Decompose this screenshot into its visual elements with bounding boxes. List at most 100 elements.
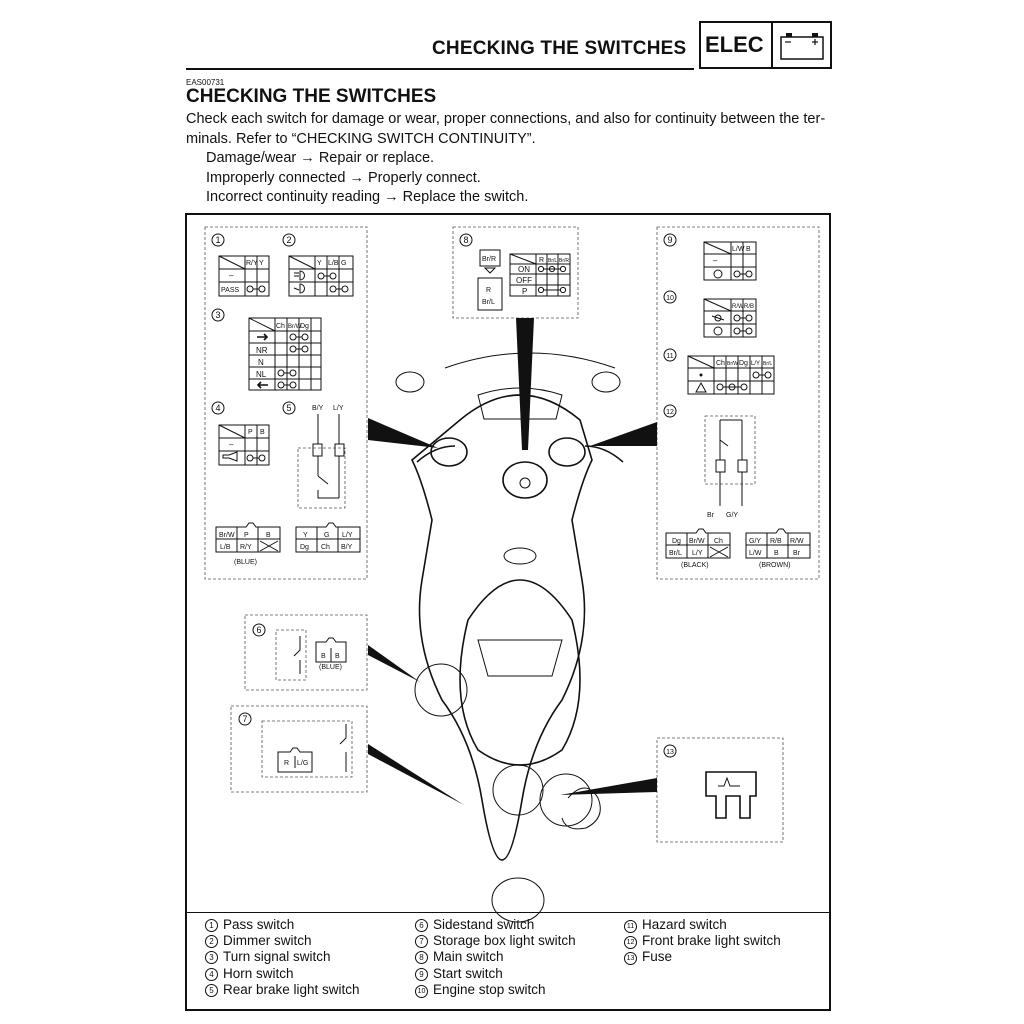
engine-stop-switch-table: R/W R/B (703, 298, 757, 338)
svg-text:Y: Y (317, 260, 322, 267)
leader-wedge-main-switch (516, 318, 534, 450)
svg-text:P: P (522, 287, 527, 296)
svg-text:L/W: L/W (749, 550, 762, 557)
svg-text:B: B (321, 653, 326, 660)
svg-text:3: 3 (215, 310, 220, 320)
step-3: Incorrect continuity reading → Replace t… (206, 189, 529, 205)
svg-text:R/W: R/W (790, 538, 804, 545)
sidestand-switch-group (244, 614, 368, 691)
svg-text:R/Y: R/Y (240, 544, 252, 551)
svg-text:L/W: L/W (732, 246, 745, 253)
svg-text:NR: NR (256, 346, 268, 355)
section-tag-divider (771, 23, 773, 67)
callout-8: 8 (459, 233, 473, 247)
svg-text:B: B (774, 550, 779, 557)
svg-text:–: – (229, 271, 234, 280)
svg-text:Dg: Dg (672, 538, 681, 545)
svg-text:R/W: R/W (732, 304, 744, 310)
callout-1: 1 (211, 233, 225, 247)
svg-text:B/Y: B/Y (312, 405, 324, 412)
svg-text:B: B (746, 246, 751, 253)
svg-text:L/G: L/G (297, 760, 308, 767)
svg-text:8: 8 (463, 235, 468, 245)
svg-text:Dg: Dg (300, 544, 309, 551)
svg-text:Br/W: Br/W (288, 324, 302, 330)
callout-9: 9 (663, 233, 677, 247)
svg-text:5: 5 (286, 403, 291, 413)
svg-text:Br/R: Br/R (559, 258, 569, 264)
callout-5: 5 (282, 401, 296, 415)
svg-text:Br/L: Br/L (669, 550, 682, 557)
svg-text:Ch: Ch (714, 538, 723, 545)
svg-text:B: B (260, 429, 265, 436)
svg-text:Br/W: Br/W (689, 538, 705, 545)
callout-13: 13 (663, 744, 677, 758)
right-switch-group (656, 226, 820, 580)
svg-text:PASS: PASS (221, 287, 239, 294)
callout-12: 12 (663, 404, 677, 418)
svg-text:Ch: Ch (716, 360, 725, 367)
callout-4: 4 (211, 401, 225, 415)
start-switch-table: L/W B – (703, 241, 757, 281)
callout-2: 2 (282, 233, 296, 247)
svg-text:Y: Y (303, 532, 308, 539)
svg-text:R/B: R/B (770, 538, 782, 545)
rear-brake-switch-schematic: B/Y L/Y (297, 405, 346, 509)
svg-text:Br: Br (793, 550, 801, 557)
svg-text:9: 9 (667, 235, 672, 245)
svg-text:L/B: L/B (328, 260, 339, 267)
svg-text:Br/W: Br/W (219, 532, 235, 539)
connector-black: Dg Br/W Ch Br/L L/Y (BLACK) (665, 528, 731, 569)
svg-text:G/Y: G/Y (726, 512, 738, 519)
svg-text:B: B (335, 653, 340, 660)
callout-11: 11 (663, 348, 677, 362)
intro-line-1: Check each switch for damage or wear, pr… (186, 111, 826, 127)
svg-text:B: B (266, 532, 271, 539)
svg-text:G: G (324, 532, 329, 539)
battery-icon (780, 33, 824, 60)
svg-text:R: R (486, 287, 491, 294)
svg-text:Br/L: Br/L (763, 361, 772, 367)
svg-text:Dg: Dg (300, 323, 309, 330)
callout-10: 10 (663, 290, 677, 304)
svg-text:L/Y: L/Y (751, 361, 760, 367)
sidestand-switch-schematic: B B (BLUE) (275, 629, 347, 681)
step-2: Improperly connected → Properly connect. (206, 169, 481, 186)
svg-text:6: 6 (256, 625, 261, 635)
svg-text:Br/W: Br/W (727, 361, 738, 367)
connector-brown: G/Y R/B R/W L/W B Br (BROWN) (745, 528, 811, 569)
svg-text:10: 10 (666, 295, 674, 302)
connector-blue-right: Y G L/Y Dg Ch B/Y (295, 522, 361, 553)
svg-text:4: 4 (215, 403, 220, 413)
svg-text:Ch: Ch (321, 544, 330, 551)
svg-text:P: P (244, 532, 249, 539)
svg-text:Br/R: Br/R (482, 256, 496, 263)
step-1: Damage/wear → Repair or replace. (206, 150, 435, 166)
document-code: EAS00731 (186, 78, 225, 87)
storage-light-switch-schematic: R L/G (261, 720, 353, 778)
storage-switch-group (230, 705, 368, 793)
switch-diagram-frame (185, 213, 831, 1011)
leader-wedge-storage (368, 744, 464, 805)
horn-switch-table: P B – (218, 424, 270, 466)
svg-text:ON: ON (518, 265, 530, 274)
svg-text:(BLACK): (BLACK) (681, 562, 709, 569)
svg-text:NL: NL (256, 370, 267, 379)
svg-text:Dg: Dg (739, 360, 748, 367)
svg-text:Br/L: Br/L (482, 299, 495, 306)
leader-wedge-left-switches (368, 418, 438, 448)
svg-text:7: 7 (242, 714, 247, 724)
leader-wedge-fuse (560, 778, 657, 795)
page-header-title: CHECKING THE SWITCHES (432, 38, 687, 59)
turn-signal-table: Ch Br/W Dg NR N NL (248, 317, 322, 391)
